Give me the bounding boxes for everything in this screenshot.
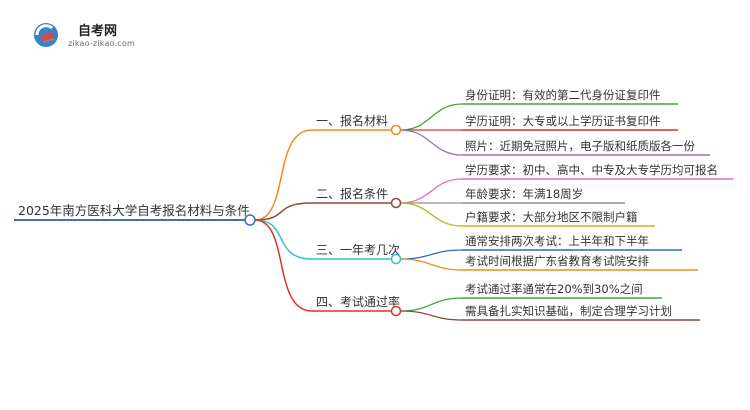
- leaf-label[interactable]: 需具备扎实知识基础，制定合理学习计划: [465, 304, 672, 318]
- root-collapse-handle[interactable]: [244, 214, 256, 226]
- leaf-label[interactable]: 学历证明：大专或以上学历证书复印件: [465, 114, 661, 128]
- leaf-label[interactable]: 考试时间根据广东省教育考试院安排: [465, 254, 649, 268]
- branch-collapse-handle[interactable]: [390, 197, 402, 209]
- branch-connector: [254, 202, 313, 221]
- branch-collapse-handle[interactable]: [390, 253, 402, 265]
- branch-label[interactable]: 四、考试通过率: [316, 294, 400, 309]
- branch-collapse-handle[interactable]: [390, 305, 402, 317]
- leaf-connector: [400, 129, 463, 156]
- leaf-connector: [400, 249, 463, 260]
- leaf-label[interactable]: 考试通过率通常在20%到30%之间: [465, 282, 643, 296]
- leaf-label[interactable]: 年龄要求：年满18周岁: [465, 187, 583, 201]
- logo-name: 自考网: [78, 24, 118, 39]
- branch-collapse-handle[interactable]: [390, 124, 402, 136]
- leaf-connector: [400, 258, 463, 271]
- site-logo[interactable]: 自考网 zikao-zikao.com: [30, 18, 140, 52]
- branch-label[interactable]: 三、一年考几次: [316, 243, 400, 257]
- leaf-label[interactable]: 学历要求：初中、高中、中专及大专学历均可报名: [465, 163, 718, 177]
- branch-label[interactable]: 一、报名材料: [316, 113, 388, 128]
- leaf-connector: [400, 178, 463, 204]
- leaf-connector: [400, 202, 463, 227]
- leaf-connector: [400, 297, 463, 312]
- leaf-label[interactable]: 身份证明：有效的第二代身份证复印件: [465, 88, 661, 102]
- logo-badge-icon: [34, 23, 58, 47]
- leaf-connector: [400, 103, 463, 131]
- leaf-connector: [400, 310, 463, 321]
- root-label[interactable]: 2025年南方医科大学自考报名材料与条件: [18, 203, 250, 218]
- leaf-label[interactable]: 户籍要求：大部分地区不限制户籍: [465, 210, 638, 224]
- branch-connector: [254, 129, 313, 221]
- logo-url: zikao-zikao.com: [68, 39, 135, 48]
- leaf-label[interactable]: 照片：近期免冠照片，电子版和纸质版各一份: [465, 139, 695, 153]
- branch-connector: [254, 219, 313, 312]
- branch-label[interactable]: 二、报名条件: [316, 186, 388, 201]
- leaf-label[interactable]: 通常安排两次考试：上半年和下半年: [465, 234, 649, 248]
- branch-connector: [254, 219, 313, 260]
